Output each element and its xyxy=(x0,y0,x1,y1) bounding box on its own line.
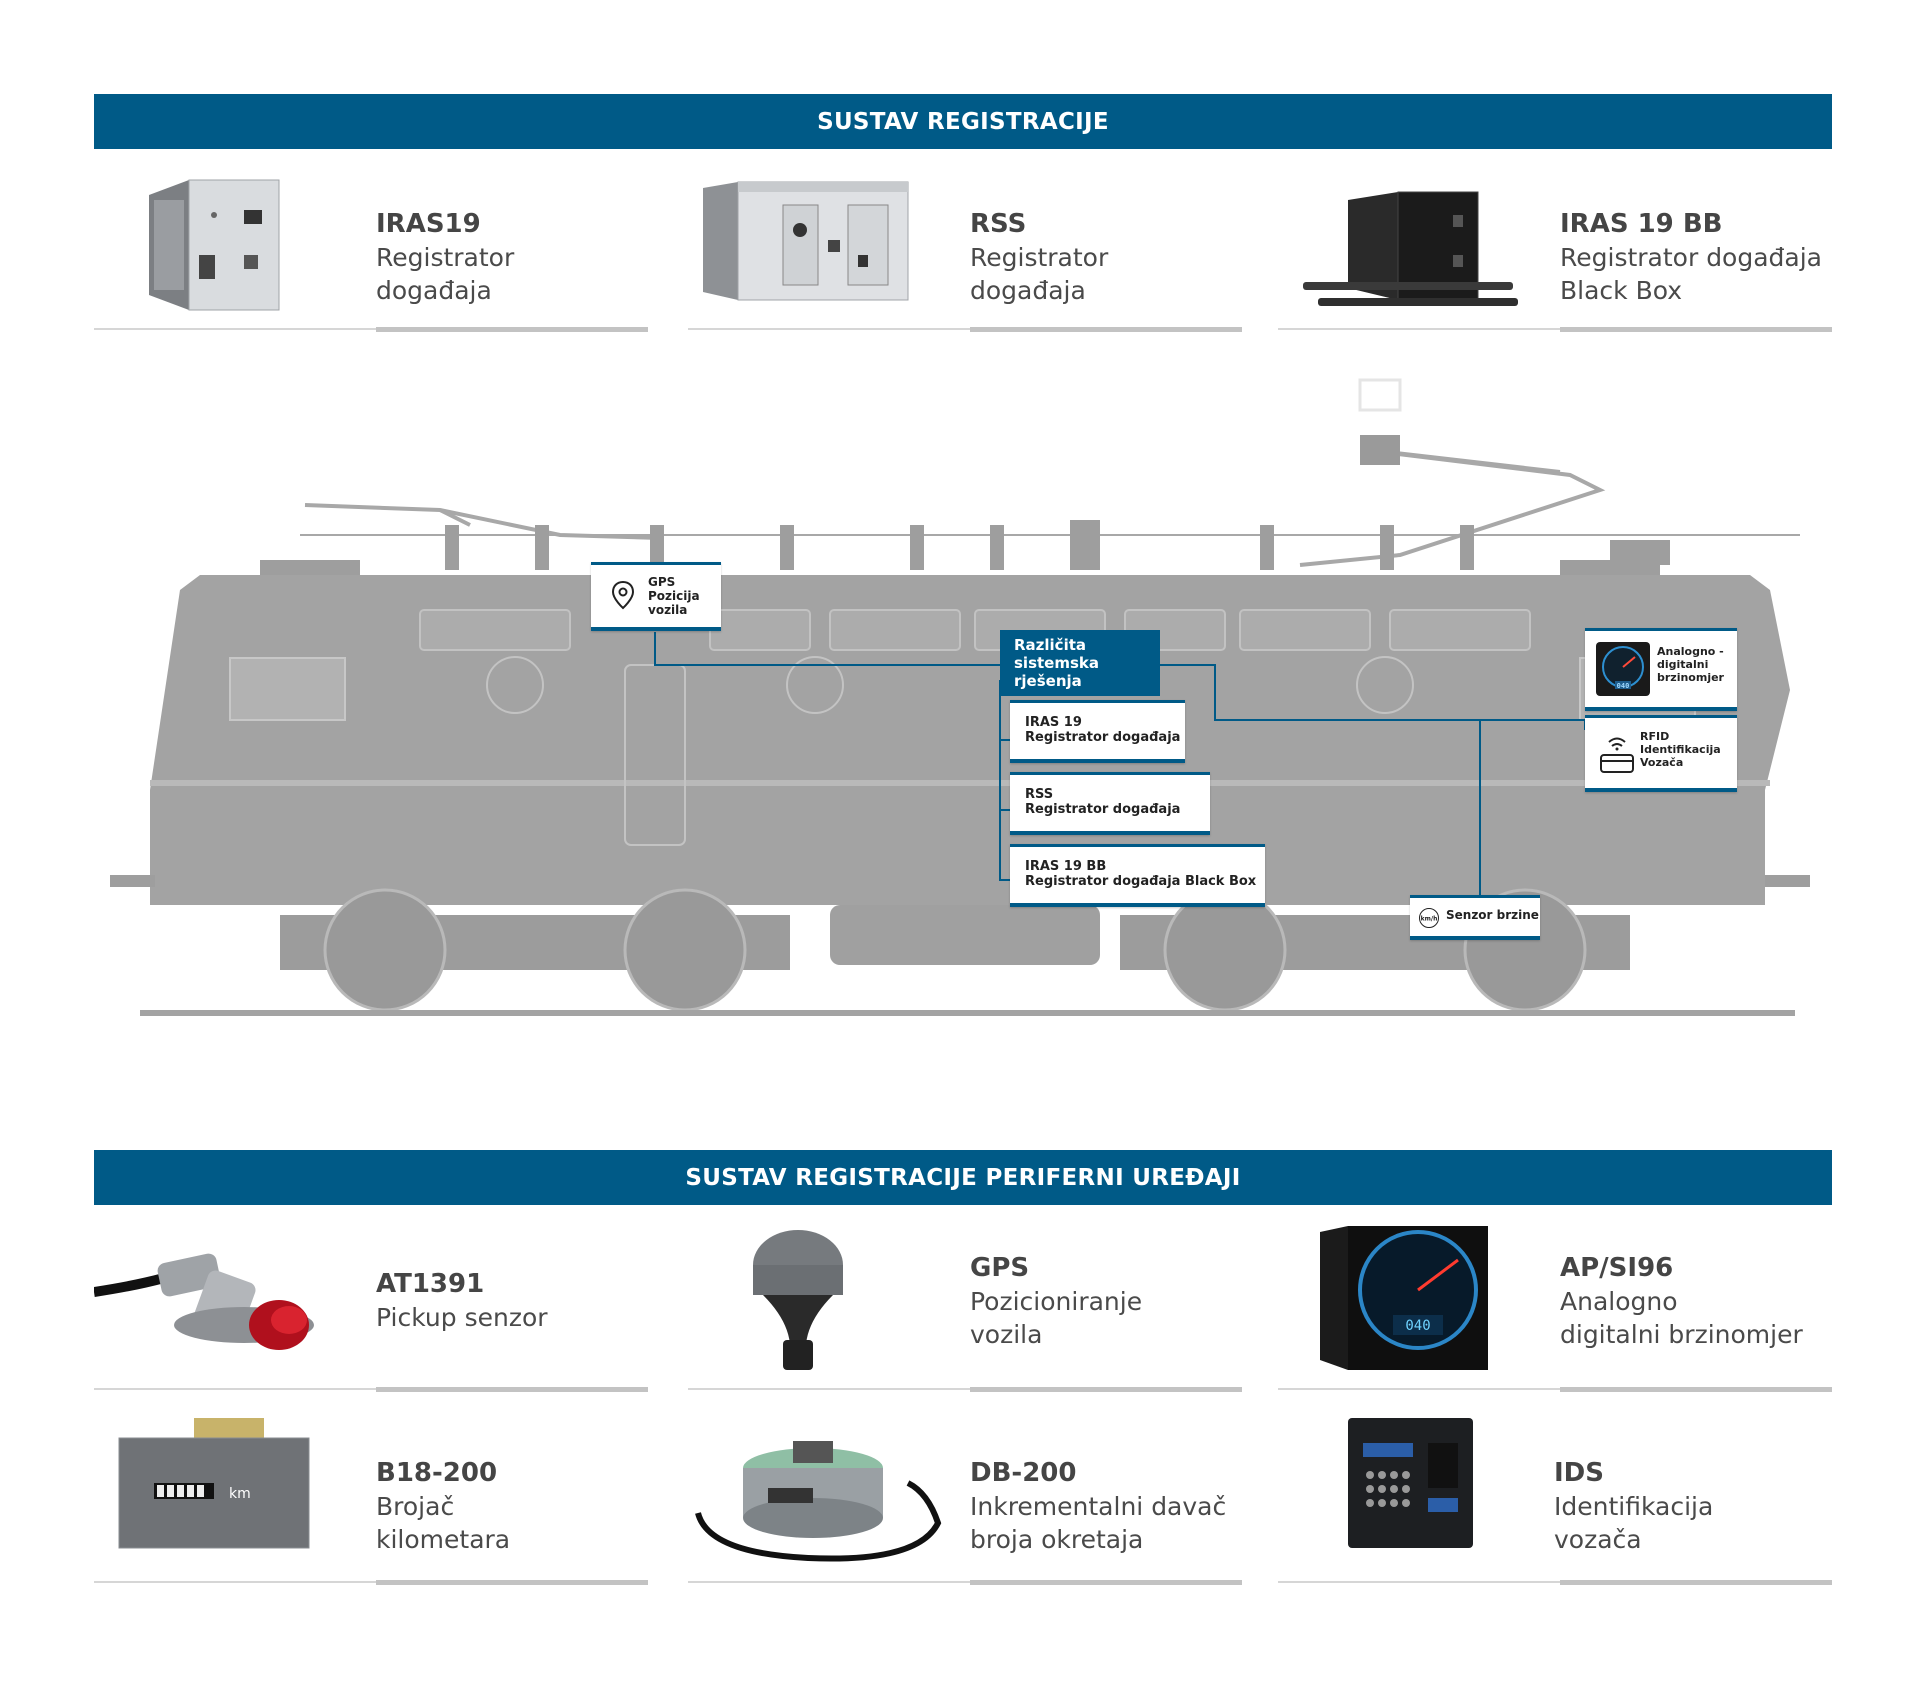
at1391-text: AT1391 Pickup senzor xyxy=(376,1268,548,1334)
product-name: AT1391 xyxy=(376,1269,485,1299)
svg-text:km: km xyxy=(229,1486,251,1502)
speed-sensor-icon: km/h xyxy=(1419,908,1439,928)
product-name: IDS xyxy=(1554,1458,1604,1488)
at1391-image xyxy=(93,1220,364,1390)
card-divider-accent xyxy=(376,1387,648,1392)
product-desc: Registrator događaja xyxy=(970,243,1109,305)
speedometer-callout: 040 Analogno - digitalni brzinomjer xyxy=(1585,628,1737,711)
section-banner-peripherals: SUSTAV REGISTRACIJE PERIFERNI UREĐAJI xyxy=(94,1150,1832,1205)
rss-callout-label: RSS Registrator događaja xyxy=(1025,787,1181,817)
speed-sensor-callout: km/h Senzor brzine xyxy=(1410,895,1540,940)
product-card-iras19[interactable]: IRAS19 Registrator događaja xyxy=(94,160,648,332)
speedometer-icon: 040 xyxy=(1596,642,1650,696)
db200-image xyxy=(688,1413,958,1583)
product-card-gps[interactable]: GPS Pozicioniranje vozila xyxy=(688,1220,1242,1392)
product-name: RSS xyxy=(970,209,1027,239)
product-desc: Registrator događaja xyxy=(376,243,515,305)
card-divider xyxy=(1278,1581,1832,1583)
gps-image xyxy=(688,1220,958,1390)
product-card-rss[interactable]: RSS Registrator događaja xyxy=(688,160,1242,332)
speedometer-digits: 040 xyxy=(1617,682,1630,690)
card-divider xyxy=(688,328,1242,330)
product-card-at1391[interactable]: AT1391 Pickup senzor xyxy=(93,1220,648,1392)
card-divider-accent xyxy=(376,327,648,332)
card-divider-accent xyxy=(970,327,1242,332)
ids-text: IDS Identifikacija vozača xyxy=(1554,1457,1713,1556)
system-solutions-callout: Različita sistemska rješenja xyxy=(1000,630,1160,696)
gps-callout: GPS Pozicija vozila xyxy=(591,562,721,631)
card-divider xyxy=(94,1581,648,1583)
rfid-callout-label: RFID Identifikacija Vozača xyxy=(1640,730,1721,769)
ids-image xyxy=(1278,1413,1548,1583)
b18200-image: km xyxy=(94,1413,364,1583)
card-divider xyxy=(94,1388,648,1390)
iras19bb-callout: IRAS 19 BB Registrator događaja Black Bo… xyxy=(1010,844,1265,907)
product-name: IRAS19 xyxy=(376,209,481,239)
speedometer-callout-label: Analogno - digitalni brzinomjer xyxy=(1657,645,1724,684)
location-pin-icon xyxy=(611,580,635,610)
rss-image xyxy=(688,160,958,330)
product-card-apsi96[interactable]: 040 AP/SI96 Analogno digitalni brzinomje… xyxy=(1278,1220,1832,1392)
card-divider-accent xyxy=(1560,1580,1832,1585)
iras19bb-image xyxy=(1278,160,1548,330)
product-name: AP/SI96 xyxy=(1560,1253,1674,1283)
iras19bb-text: IRAS 19 BB Registrator događaja Black Bo… xyxy=(1560,208,1822,307)
speed-sensor-label: Senzor brzine xyxy=(1446,908,1539,922)
iras19-callout: IRAS 19 Registrator događaja xyxy=(1010,700,1185,763)
kmh-icon-text: km/h xyxy=(1421,916,1438,923)
card-divider-accent xyxy=(1560,1387,1832,1392)
gps-callout-label: GPS Pozicija vozila xyxy=(648,575,700,617)
card-divider xyxy=(1278,328,1832,330)
card-divider-accent xyxy=(376,1580,648,1585)
iras19-image xyxy=(94,160,364,330)
apsi96-display-digits: 040 xyxy=(1405,1318,1430,1334)
rss-text: RSS Registrator događaja xyxy=(970,208,1108,307)
iras19-text: IRAS19 Registrator događaja xyxy=(376,208,514,307)
card-divider xyxy=(688,1581,1242,1583)
b18200-text: B18-200 Brojač kilometara xyxy=(376,1457,510,1556)
card-divider xyxy=(688,1388,1242,1390)
gps-text: GPS Pozicioniranje vozila xyxy=(970,1252,1142,1351)
product-card-b18200[interactable]: km B18-200 Brojač kilometara xyxy=(94,1413,648,1585)
card-divider-accent xyxy=(970,1580,1242,1585)
product-name: DB-200 xyxy=(970,1458,1077,1488)
locomotive-diagram: GPS Pozicija vozila Različita sistemska … xyxy=(0,360,1920,1020)
product-name: GPS xyxy=(970,1253,1030,1283)
iras19-callout-label: IRAS 19 Registrator događaja xyxy=(1025,715,1181,745)
locomotive-illustration xyxy=(110,378,1810,1016)
rfid-callout: RFID Identifikacija Vozača xyxy=(1585,715,1737,792)
rfid-card-icon xyxy=(1600,737,1634,773)
product-name: IRAS 19 BB xyxy=(1560,209,1723,239)
product-desc: Analogno digitalni brzinomjer xyxy=(1560,1287,1803,1349)
product-name: B18-200 xyxy=(376,1458,498,1488)
card-divider-accent xyxy=(1560,327,1832,332)
apsi96-text: AP/SI96 Analogno digitalni brzinomjer xyxy=(1560,1252,1803,1351)
product-card-ids[interactable]: IDS Identifikacija vozača xyxy=(1278,1413,1832,1585)
card-divider xyxy=(94,328,648,330)
product-card-iras19bb[interactable]: IRAS 19 BB Registrator događaja Black Bo… xyxy=(1278,160,1832,332)
card-divider xyxy=(1278,1388,1832,1390)
product-desc: Pozicioniranje vozila xyxy=(970,1287,1143,1349)
apsi96-image: 040 xyxy=(1278,1220,1548,1390)
product-desc: Pickup senzor xyxy=(376,1303,548,1332)
rss-callout: RSS Registrator događaja xyxy=(1010,772,1210,835)
section-title: SUSTAV REGISTRACIJE PERIFERNI UREĐAJI xyxy=(685,1164,1241,1191)
product-desc: Brojač kilometara xyxy=(376,1492,511,1554)
section-title: SUSTAV REGISTRACIJE xyxy=(817,108,1109,135)
product-desc: Inkrementalni davač broja okretaja xyxy=(970,1492,1227,1554)
product-desc: Registrator događaja Black Box xyxy=(1560,243,1822,305)
db200-text: DB-200 Inkrementalni davač broja okretaj… xyxy=(970,1457,1226,1556)
iras19bb-callout-label: IRAS 19 BB Registrator događaja Black Bo… xyxy=(1025,859,1257,889)
section-banner-registration: SUSTAV REGISTRACIJE xyxy=(94,94,1832,149)
product-card-db200[interactable]: DB-200 Inkrementalni davač broja okretaj… xyxy=(688,1413,1242,1585)
card-divider-accent xyxy=(970,1387,1242,1392)
product-desc: Identifikacija vozača xyxy=(1554,1492,1714,1554)
